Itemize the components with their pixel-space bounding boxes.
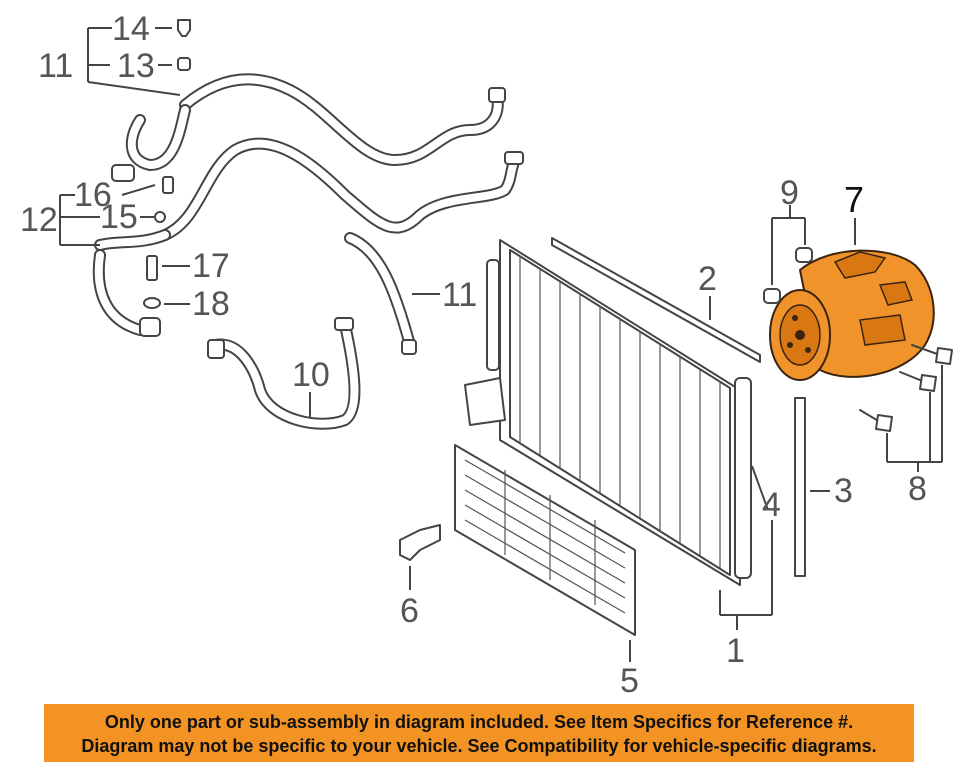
- callout-6: 6: [400, 592, 419, 630]
- mount-bracket: [464, 377, 506, 426]
- leader-lines: [59, 27, 943, 662]
- callout-11-top: 11: [38, 47, 73, 85]
- callout-5: 5: [620, 662, 639, 700]
- service-cap-14: [177, 19, 191, 37]
- bolts-8: [859, 344, 953, 432]
- disclaimer-line-1: Only one part or sub-assembly in diagram…: [104, 712, 854, 732]
- callout-16: 16: [74, 176, 112, 214]
- callout-18: 18: [192, 285, 230, 323]
- ac-compressor: [769, 249, 935, 381]
- callout-13: 13: [117, 47, 155, 85]
- callout-2: 2: [698, 260, 717, 298]
- callout-11: 11: [442, 276, 477, 314]
- callout-1: 1: [726, 632, 745, 670]
- condenser: [464, 239, 752, 586]
- hose-fitting: [207, 339, 225, 359]
- parts-diagram: 14 11 13 16 12 15 17 18 11 10 2 9 7 3 4 …: [20, 10, 953, 700]
- hose-fitting: [401, 339, 417, 355]
- hose-fitting: [488, 87, 506, 103]
- callout-9: 9: [780, 174, 799, 212]
- pressure-sensor-17: [146, 255, 158, 281]
- callout-labels: 14 11 13 16 12 15 17 18 11 10 2 9 7 3 4 …: [20, 10, 927, 700]
- callout-4: 4: [762, 486, 781, 524]
- cap-9a: [795, 247, 813, 263]
- ac-hose-lines: [92, 73, 524, 430]
- callout-8: 8: [908, 470, 927, 508]
- small-parts: [143, 19, 191, 309]
- disclaimer-banner: Only one part or sub-assembly in diagram…: [44, 704, 914, 762]
- receiver-drier: [734, 377, 752, 579]
- service-cap-13: [177, 57, 191, 71]
- hose-fitting: [334, 317, 354, 331]
- o-ring-15: [154, 211, 166, 223]
- callout-10: 10: [292, 356, 330, 394]
- hose-fitting: [111, 164, 135, 182]
- hose-fitting: [504, 151, 524, 165]
- o-ring-18: [143, 297, 161, 309]
- bracket-6: [399, 524, 441, 561]
- hose-fitting: [139, 317, 161, 337]
- callout-17: 17: [192, 247, 230, 285]
- disclaimer-line-2: Diagram may not be specific to your vehi…: [81, 736, 877, 756]
- callout-3: 3: [834, 472, 853, 510]
- cap-9b: [763, 288, 781, 304]
- callout-14: 14: [112, 10, 150, 48]
- callout-12: 12: [20, 201, 58, 239]
- callout-15: 15: [100, 198, 138, 236]
- callout-7: 7: [844, 179, 864, 220]
- seal-strip-3: [794, 397, 806, 577]
- seal-strip-2: [551, 237, 761, 363]
- condenser-shield: [454, 444, 636, 636]
- pressure-switch-16: [162, 176, 174, 194]
